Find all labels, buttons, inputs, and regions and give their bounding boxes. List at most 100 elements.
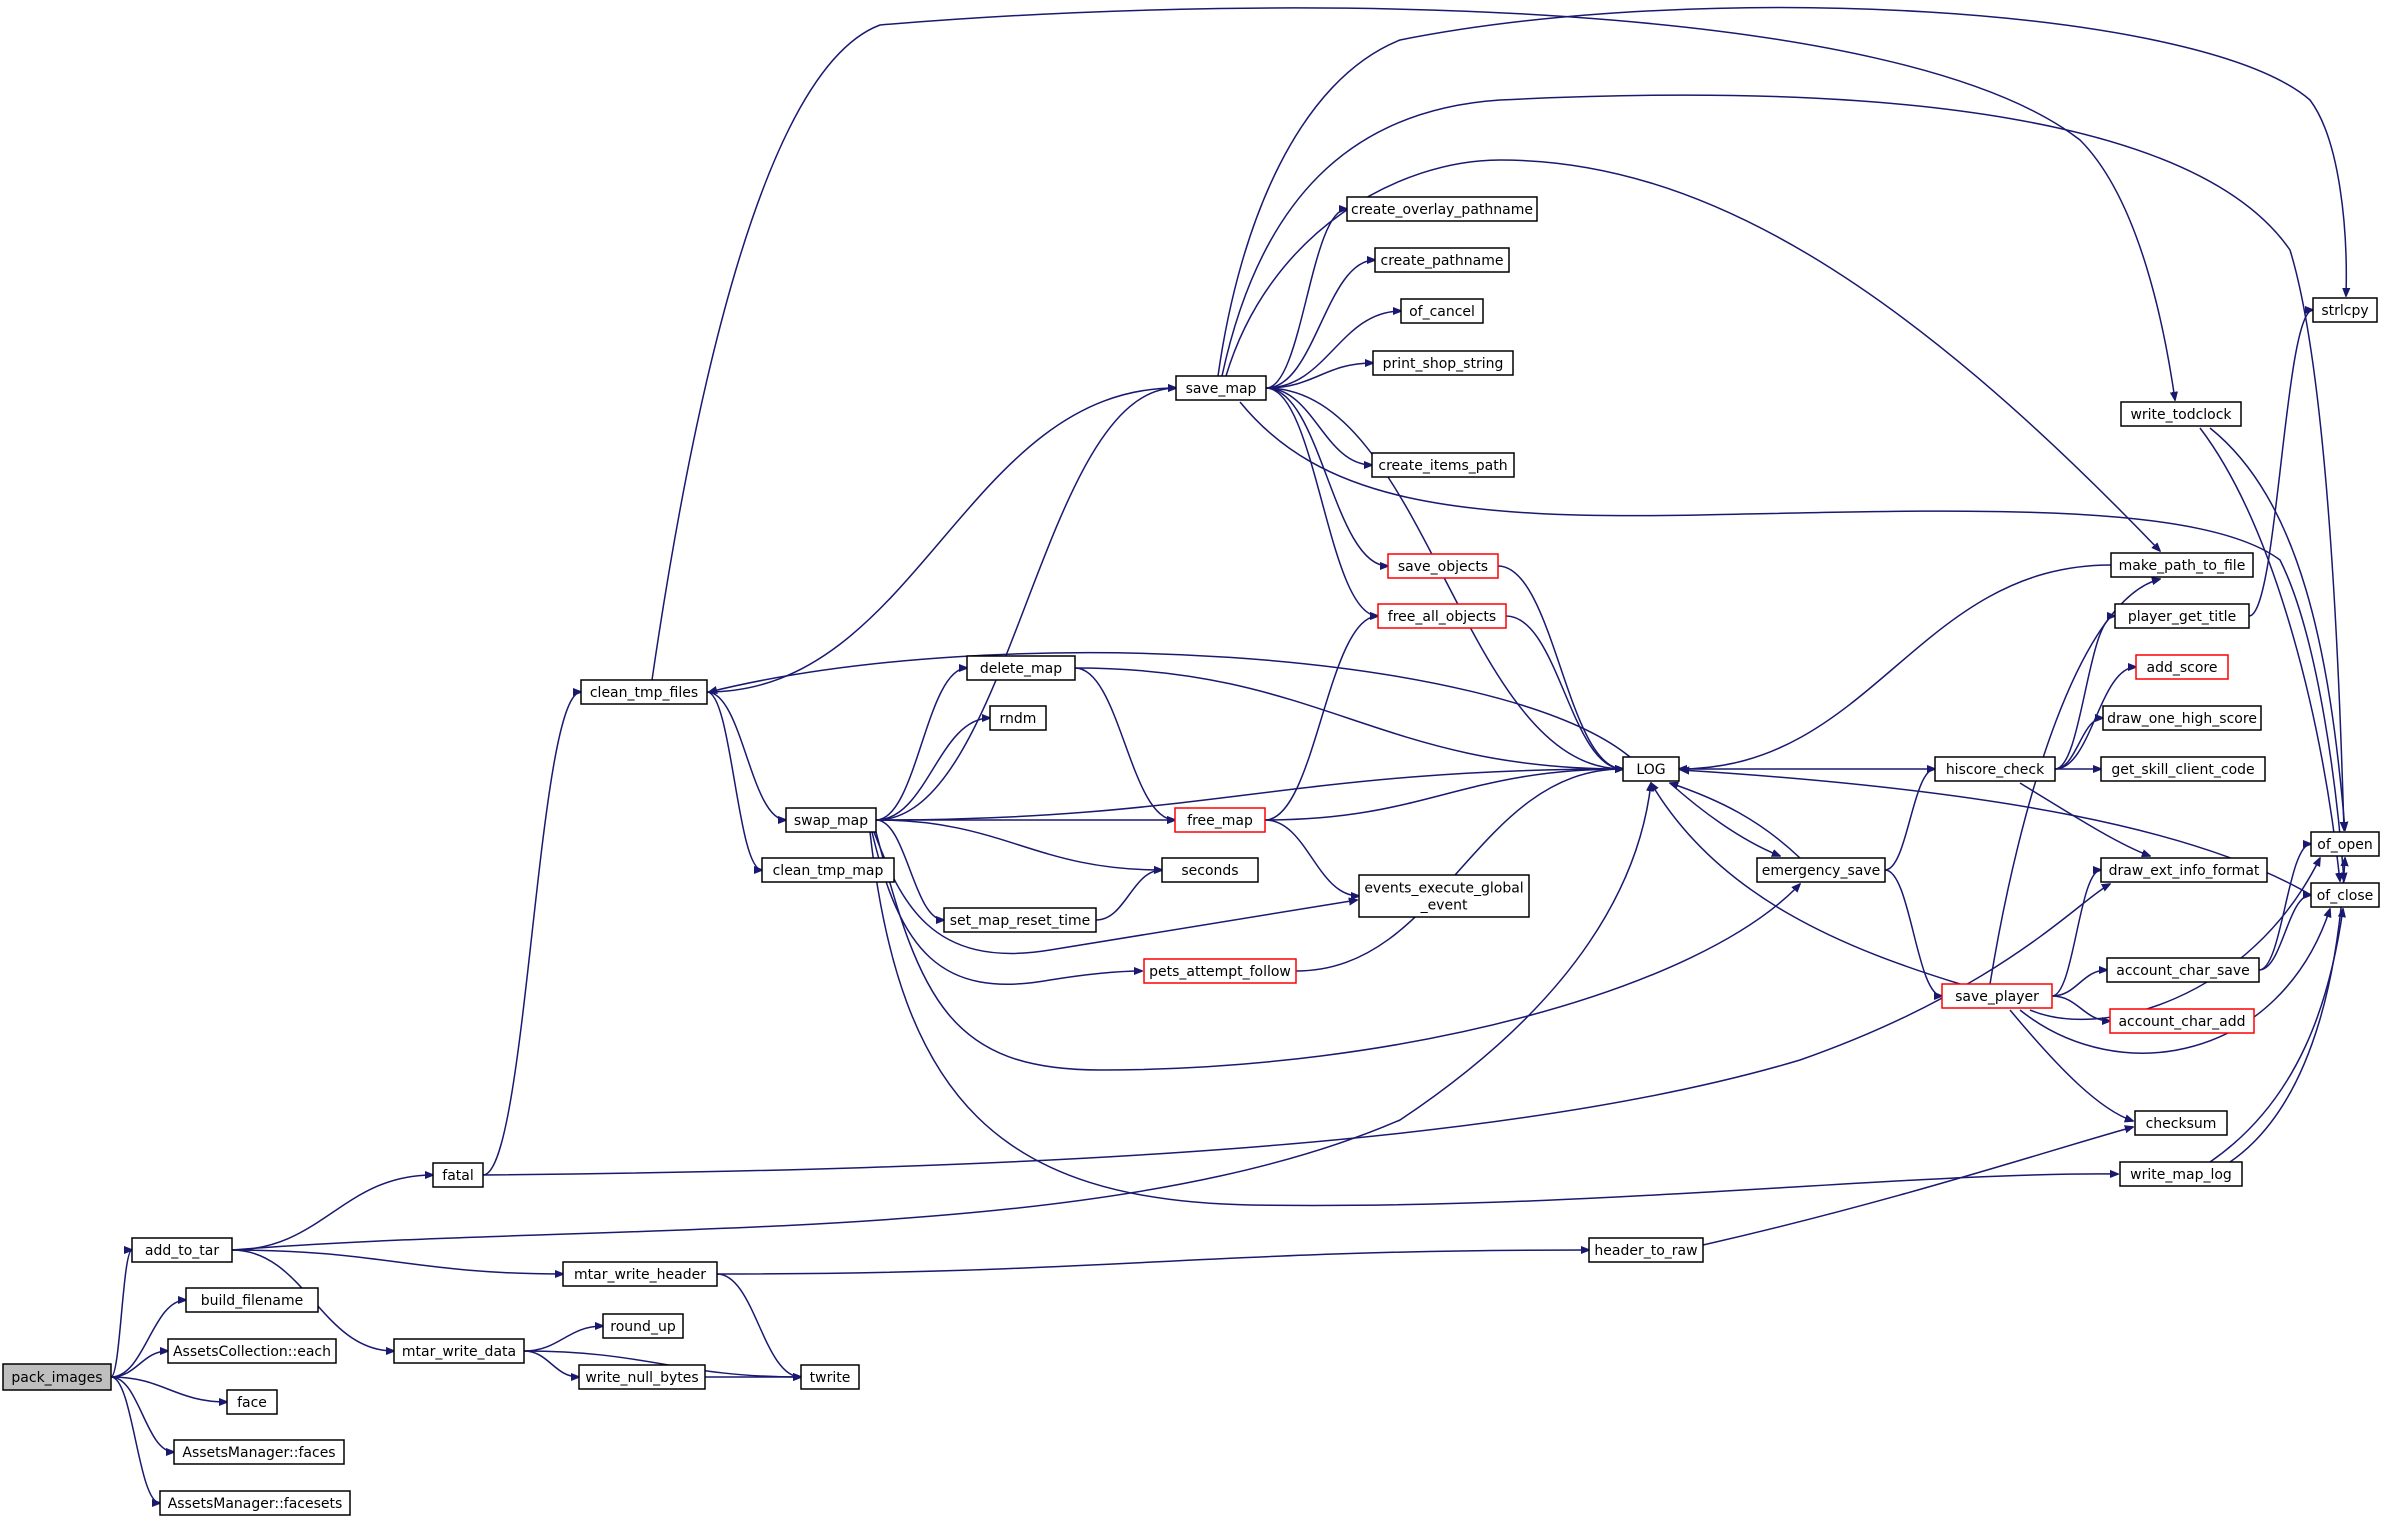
edge-header_to_raw-to-checksum [1702, 1127, 2133, 1246]
node-label: of_open [2317, 837, 2372, 853]
node-label: fatal [442, 1168, 473, 1184]
edge-free_map-to-events_execute_global_event [1264, 819, 1359, 896]
node-get-skill-client-code[interactable]: get_skill_client_code [2100, 756, 2266, 782]
node-label: _event [1420, 898, 1468, 914]
node-label: round_up [610, 1319, 676, 1335]
node-label: mtar_write_header [574, 1267, 706, 1283]
node-label: draw_one_high_score [2107, 711, 2257, 727]
node-print-shop-string[interactable]: print_shop_string [1372, 350, 1514, 376]
node-label: add_to_tar [145, 1243, 219, 1259]
node-create-overlay-pathname[interactable]: create_overlay_pathname [1346, 196, 1538, 222]
edge-add_to_tar-to-fatal [231, 1175, 433, 1251]
node-hiscore-check[interactable]: hiscore_check [1934, 756, 2056, 782]
node-pack-images[interactable]: pack_images [2, 1363, 112, 1391]
node-add-to-tar[interactable]: add_to_tar [131, 1237, 233, 1263]
node-mtar-write-data[interactable]: mtar_write_data [393, 1338, 525, 1364]
node-label: add_score [2147, 660, 2218, 676]
node-events-execute-global-event[interactable]: events_execute_global_event [1358, 874, 1530, 918]
edge-fatal-to-draw_ext_info_format [482, 884, 2110, 1176]
node-round-up[interactable]: round_up [602, 1313, 684, 1339]
edge-swap_map-to-write_map_log [869, 831, 2118, 1207]
node-save-objects[interactable]: save_objects [1387, 553, 1499, 579]
node-account-char-save[interactable]: account_char_save [2106, 957, 2260, 983]
edge-free_map-to-free_all_objects [1264, 616, 1378, 821]
node-free-map[interactable]: free_map [1174, 807, 1266, 833]
node-twrite[interactable]: twrite [800, 1364, 860, 1390]
node-facesets[interactable]: AssetsManager::facesets [159, 1490, 351, 1516]
edge-save_map-to-create_pathname [1265, 260, 1375, 389]
node-write-map-log[interactable]: write_map_log [2119, 1161, 2243, 1187]
node-delete-map[interactable]: delete_map [966, 655, 1076, 681]
edge-pack_images-to-build_filename [110, 1300, 186, 1378]
node-make-path-to-file[interactable]: make_path_to_file [2110, 552, 2254, 578]
node-clean-tmp-files[interactable]: clean_tmp_files [580, 679, 708, 705]
node-swap-map[interactable]: swap_map [785, 807, 877, 833]
edge-add_to_tar-to-mtar_write_header [231, 1249, 563, 1274]
node-draw-ext-info-format[interactable]: draw_ext_info_format [2100, 857, 2268, 883]
node-label: rndm [1000, 711, 1037, 727]
edge-save_map-to-save_objects [1265, 387, 1388, 566]
edge-save_player-to-account_char_add [2051, 995, 2110, 1021]
edge-save_map-to-free_all_objects [1265, 387, 1378, 616]
edge-save_player-to-of_close [2019, 909, 2330, 1054]
node-free-all-objects[interactable]: free_all_objects [1377, 603, 1507, 629]
node-rndm[interactable]: rndm [989, 705, 1047, 731]
edge-save_map-to-of_open [1221, 94, 2344, 830]
node-label: set_map_reset_time [950, 913, 1091, 929]
edge-pack_images-to-face [110, 1376, 227, 1402]
edge-save_player-to-account_char_save [2051, 970, 2107, 997]
node-label: hiscore_check [1946, 762, 2045, 778]
edge-clean_tmp_files-to-swap_map [706, 691, 786, 820]
node-emergency-save[interactable]: emergency_save [1756, 857, 1886, 883]
node-pets-attempt-follow[interactable]: pets_attempt_follow [1143, 958, 1297, 984]
node-add-score[interactable]: add_score [2135, 654, 2229, 680]
edge-save_map-to-create_items_path [1265, 387, 1372, 465]
node-of-close[interactable]: of_close [2310, 882, 2380, 908]
edge-player_get_title-to-strlcpy [2248, 310, 2313, 617]
edge-swap_map-to-events_execute_global_event [873, 831, 1357, 955]
edge-free_all_objects-to-LOG [1505, 615, 1623, 769]
node-set-map-reset-time[interactable]: set_map_reset_time [943, 907, 1097, 933]
node-label: of_cancel [1409, 304, 1475, 320]
node-label: pack_images [11, 1370, 102, 1386]
nodes-layer: pack_images add_to_tar build_filenameAsset… [2, 196, 2380, 1516]
node-save-map[interactable]: save_map [1175, 375, 1267, 401]
node-label: AssetsCollection::each [173, 1344, 331, 1360]
node-of-open[interactable]: of_open [2310, 831, 2380, 857]
edge-delete_map-to-free_map [1074, 667, 1175, 820]
node-checksum[interactable]: checksum [2134, 1110, 2228, 1136]
edge-swap_map-to-set_map_reset_time [875, 819, 944, 920]
node-mtar-write-header[interactable]: mtar_write_header [562, 1261, 718, 1287]
node-label: create_pathname [1381, 253, 1504, 269]
edge-mtar_write_header-to-header_to_raw [716, 1250, 1589, 1275]
edge-swap_map-to-emergency_save [875, 831, 1800, 1071]
edge-save_player-to-checksum [2009, 1009, 2133, 1121]
node-save-player[interactable]: save_player [1941, 983, 2053, 1009]
edge-account_char_save-to-of_close [2258, 895, 2311, 971]
node-faces[interactable]: AssetsManager::faces [173, 1439, 345, 1465]
edge-save_map-to-make_path_to_file [1225, 159, 2160, 551]
node-strlcpy[interactable]: strlcpy [2312, 297, 2378, 323]
edge-pack_images-to-facesets [110, 1376, 160, 1503]
node-header-to-raw[interactable]: header_to_raw [1588, 1237, 1704, 1263]
edge-swap_map-to-rndm [875, 718, 990, 821]
node-label: account_char_save [2116, 963, 2249, 979]
node-create-items-path[interactable]: create_items_path [1371, 452, 1515, 478]
edge-clean_tmp_files-to-write_todclock [651, 7, 2175, 681]
node-of-cancel[interactable]: of_cancel [1400, 298, 1484, 324]
node-write-null-bytes[interactable]: write_null_bytes [578, 1364, 706, 1390]
node-LOG[interactable]: LOG [1622, 756, 1680, 782]
node-clean-tmp-map[interactable]: clean_tmp_map [761, 857, 895, 883]
node-account-char-add[interactable]: account_char_add [2109, 1008, 2255, 1034]
node-seconds[interactable]: seconds [1161, 857, 1259, 883]
node-write-todclock[interactable]: write_todclock [2120, 401, 2242, 427]
node-fatal[interactable]: fatal [432, 1162, 484, 1188]
node-draw-one-high-score[interactable]: draw_one_high_score [2102, 705, 2262, 731]
node-player-get-title[interactable]: player_get_title [2114, 603, 2250, 629]
node-create-pathname[interactable]: create_pathname [1374, 247, 1510, 273]
node-label: checksum [2146, 1116, 2217, 1132]
edge-swap_map-to-delete_map [875, 668, 967, 821]
node-face[interactable]: face [226, 1389, 278, 1415]
node-build-filename[interactable]: build_filename [185, 1287, 319, 1313]
node-assets-each[interactable]: AssetsCollection::each [167, 1338, 337, 1364]
